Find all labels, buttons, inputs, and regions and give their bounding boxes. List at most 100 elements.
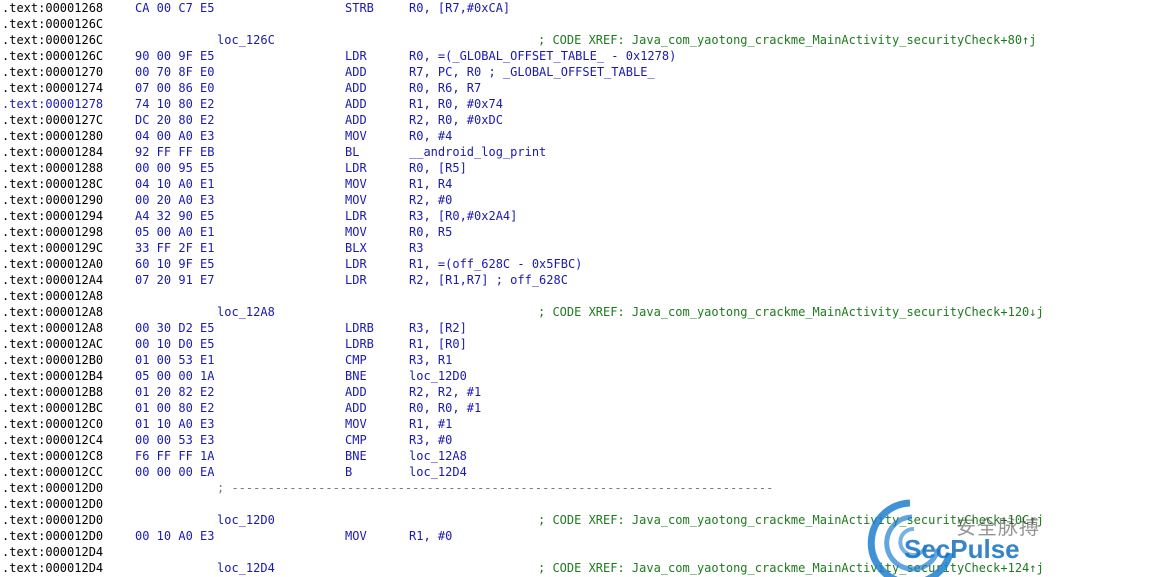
opcode-bytes[interactable]: CA 00 C7 E5 — [135, 1, 215, 15]
opcode-bytes[interactable]: 00 30 D2 E5 — [135, 321, 215, 335]
opcode-bytes[interactable]: 00 10 A0 E3 — [135, 529, 215, 543]
instruction-mnemonic[interactable]: BNE — [345, 369, 367, 383]
instruction-operands[interactable]: loc_12A8 — [409, 449, 467, 463]
line-address[interactable]: .text:000012D0 — [2, 481, 104, 495]
line-address[interactable]: .text:0000126C — [2, 33, 104, 47]
instruction-mnemonic[interactable]: MOV — [345, 177, 367, 191]
instruction-mnemonic[interactable]: ADD — [345, 385, 367, 399]
line-address[interactable]: .text:000012CC — [2, 465, 104, 479]
line-address[interactable]: .text:000012A4 — [2, 273, 104, 287]
instruction-mnemonic[interactable]: MOV — [345, 417, 367, 431]
line-address[interactable]: .text:000012C4 — [2, 433, 104, 447]
listing-line[interactable]: .text:000012D4 — [2, 544, 1150, 560]
instruction-mnemonic[interactable]: BNE — [345, 449, 367, 463]
instruction-operands[interactable]: R0, [R7,#0xCA] — [409, 1, 511, 15]
opcode-bytes[interactable]: 01 10 A0 E3 — [135, 417, 215, 431]
instruction-operands[interactable]: __android_log_print — [409, 145, 547, 159]
code-label[interactable]: loc_12D4 — [217, 561, 275, 575]
instruction-mnemonic[interactable]: ADD — [345, 65, 367, 79]
opcode-bytes[interactable]: 01 20 82 E2 — [135, 385, 215, 399]
xref-comment[interactable]: ; CODE XREF: Java_com_yaotong_crackme_Ma… — [538, 33, 1037, 47]
line-address[interactable]: .text:000012D0 — [2, 513, 104, 527]
instruction-operands[interactable]: R0, R0, #1 — [409, 401, 482, 415]
instruction-operands[interactable]: R1, #1 — [409, 417, 453, 431]
line-address[interactable]: .text:000012A8 — [2, 289, 104, 303]
line-address[interactable]: .text:000012B0 — [2, 353, 104, 367]
instruction-mnemonic[interactable]: MOV — [345, 225, 367, 239]
line-address[interactable]: .text:00001290 — [2, 193, 104, 207]
instruction-operands[interactable]: R2, #0 — [409, 193, 453, 207]
instruction-mnemonic[interactable]: B — [345, 465, 353, 479]
line-address[interactable]: .text:000012A8 — [2, 305, 104, 319]
xref-comment[interactable]: ; CODE XREF: Java_com_yaotong_crackme_Ma… — [538, 305, 1044, 319]
instruction-operands[interactable]: R2, [R1,R7] ; off_628C — [409, 273, 568, 287]
instruction-operands[interactable]: R1, R4 — [409, 177, 453, 191]
instruction-mnemonic[interactable]: BLX — [345, 241, 367, 255]
instruction-operands[interactable]: R1, =(off_628C - 0x5FBC) — [409, 257, 583, 271]
line-address[interactable]: .text:00001288 — [2, 161, 104, 175]
instruction-operands[interactable]: R2, R0, #0xDC — [409, 113, 503, 127]
instruction-mnemonic[interactable]: LDRB — [345, 321, 374, 335]
instruction-operands[interactable]: R0, =(_GLOBAL_OFFSET_TABLE_ - 0x1278) — [409, 49, 677, 63]
line-address[interactable]: .text:000012B4 — [2, 369, 104, 383]
instruction-mnemonic[interactable]: ADD — [345, 97, 367, 111]
opcode-bytes[interactable]: 00 00 53 E3 — [135, 433, 215, 447]
opcode-bytes[interactable]: 01 00 53 E1 — [135, 353, 215, 367]
instruction-mnemonic[interactable]: CMP — [345, 433, 367, 447]
line-address[interactable]: .text:000012D4 — [2, 545, 104, 559]
instruction-operands[interactable]: loc_12D4 — [409, 465, 467, 479]
xref-comment[interactable]: ; CODE XREF: Java_com_yaotong_crackme_Ma… — [538, 513, 1044, 527]
instruction-operands[interactable]: loc_12D0 — [409, 369, 467, 383]
instruction-mnemonic[interactable]: MOV — [345, 129, 367, 143]
line-address[interactable]: .text:0000127C — [2, 113, 104, 127]
line-address[interactable]: .text:00001280 — [2, 129, 104, 143]
line-address[interactable]: .text:00001268 — [2, 1, 104, 15]
opcode-bytes[interactable]: F6 FF FF 1A — [135, 449, 215, 463]
instruction-mnemonic[interactable]: LDR — [345, 209, 367, 223]
opcode-bytes[interactable]: 74 10 80 E2 — [135, 97, 215, 111]
opcode-bytes[interactable]: 07 20 91 E7 — [135, 273, 215, 287]
instruction-operands[interactable]: R7, PC, R0 ; _GLOBAL_OFFSET_TABLE_ — [409, 65, 655, 79]
line-address[interactable]: .text:00001294 — [2, 209, 104, 223]
opcode-bytes[interactable]: 60 10 9F E5 — [135, 257, 215, 271]
line-address[interactable]: .text:00001270 — [2, 65, 104, 79]
instruction-operands[interactable]: R0, R6, R7 — [409, 81, 482, 95]
opcode-bytes[interactable]: 04 00 A0 E3 — [135, 129, 215, 143]
instruction-mnemonic[interactable]: ADD — [345, 81, 367, 95]
listing-line[interactable]: .text:000012C4 00 00 53 E3 CMP R3, #0 — [2, 432, 1150, 448]
line-address[interactable]: .text:000012AC — [2, 337, 104, 351]
instruction-operands[interactable]: R0, #4 — [409, 129, 453, 143]
instruction-operands[interactable]: R1, R0, #0x74 — [409, 97, 503, 111]
instruction-mnemonic[interactable]: LDR — [345, 161, 367, 175]
line-address[interactable]: .text:00001298 — [2, 225, 104, 239]
instruction-mnemonic[interactable]: STRB — [345, 1, 374, 15]
opcode-bytes[interactable]: 07 00 86 E0 — [135, 81, 215, 95]
line-address[interactable]: .text:000012D0 — [2, 497, 104, 511]
opcode-bytes[interactable]: 05 00 00 1A — [135, 369, 215, 383]
line-address[interactable]: .text:000012B8 — [2, 385, 104, 399]
opcode-bytes[interactable]: 00 00 00 EA — [135, 465, 215, 479]
instruction-operands[interactable]: R3, #0 — [409, 433, 453, 447]
instruction-mnemonic[interactable]: MOV — [345, 193, 367, 207]
opcode-bytes[interactable]: 90 00 9F E5 — [135, 49, 215, 63]
line-address[interactable]: .text:0000126C — [2, 17, 104, 31]
instruction-mnemonic[interactable]: ADD — [345, 113, 367, 127]
instruction-mnemonic[interactable]: LDR — [345, 273, 367, 287]
instruction-operands[interactable]: R0, [R5] — [409, 161, 467, 175]
